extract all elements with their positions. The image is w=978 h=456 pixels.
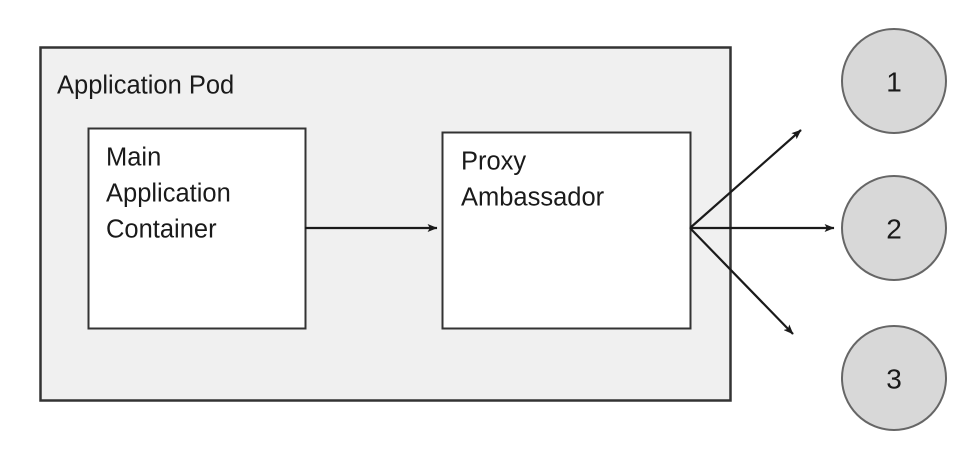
main-application-container-line-2: Application (106, 180, 231, 208)
service-circle-1 (841, 28, 947, 134)
proxy-ambassador-container-box (441, 131, 692, 330)
service-circle-3 (841, 325, 947, 431)
main-application-container-box (87, 127, 307, 330)
service-circle-2 (841, 175, 947, 281)
service-circle-2-label: 2 (886, 214, 902, 245)
proxy-to-service-1-arrow (689, 129, 802, 229)
service-circle-1-label: 1 (886, 67, 902, 98)
proxy-ambassador-line-2: Ambassador (461, 184, 605, 212)
main-application-container-line-1: Main (106, 144, 161, 172)
proxy-to-service-3-arrow (689, 227, 794, 335)
main-application-container-line-3: Container (106, 216, 217, 244)
service-circle-3-label: 3 (886, 364, 902, 395)
application-pod-label: Application Pod (57, 72, 234, 100)
proxy-ambassador-line-1: Proxy (461, 148, 526, 176)
